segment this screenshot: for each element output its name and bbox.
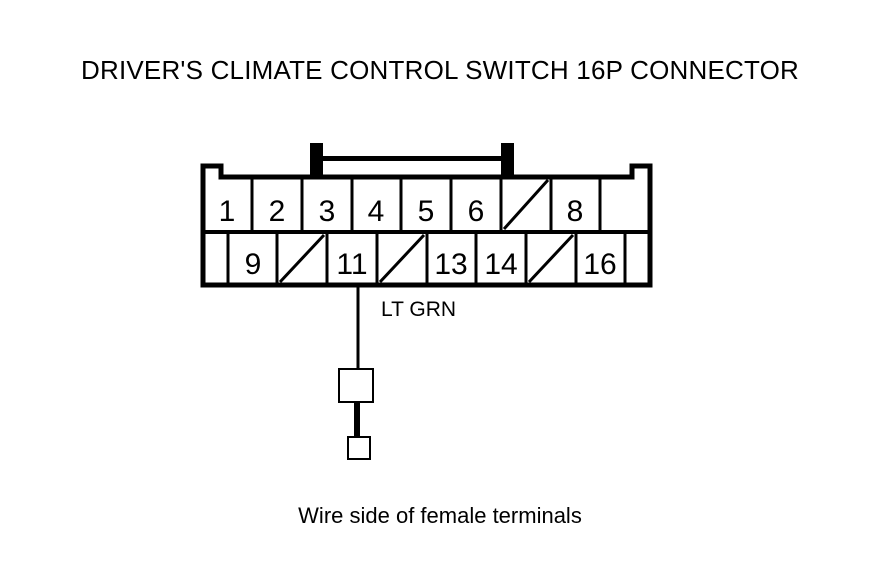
pin-label: 5 bbox=[418, 195, 435, 228]
terminal-body-large bbox=[338, 368, 374, 403]
blocked-cavity-slash bbox=[527, 233, 575, 284]
blocked-cavity-slash bbox=[378, 233, 426, 284]
connector-shell bbox=[200, 163, 653, 288]
pin-label: 16 bbox=[583, 248, 616, 281]
page-title: DRIVER'S CLIMATE CONTROL SWITCH 16P CONN… bbox=[81, 55, 799, 85]
pin-label: 3 bbox=[319, 195, 336, 228]
pin-label: 14 bbox=[484, 248, 517, 281]
pin-label: 2 bbox=[269, 195, 286, 228]
latch-crossbar bbox=[310, 156, 514, 161]
pin-label: 1 bbox=[219, 195, 236, 228]
connector-body-outline bbox=[200, 163, 653, 288]
pin-label: 4 bbox=[368, 195, 385, 228]
wire-color-label: LT GRN bbox=[381, 298, 457, 321]
connector-latch-tab bbox=[310, 143, 514, 177]
pin-label: 6 bbox=[468, 195, 485, 228]
pin-label: 8 bbox=[567, 195, 584, 228]
bottom-row: 9 11 13 14 16 bbox=[226, 232, 627, 285]
blocked-cavity-slash bbox=[502, 178, 550, 231]
pin-label: 9 bbox=[245, 248, 262, 281]
female-terminal-symbol bbox=[338, 368, 374, 460]
terminal-body-small bbox=[347, 436, 371, 460]
top-row: 1 2 3 4 5 6 8 bbox=[219, 177, 602, 232]
pin-label: 11 bbox=[336, 248, 367, 281]
footer-caption: Wire side of female terminals bbox=[298, 503, 582, 528]
pin-label: 13 bbox=[434, 248, 467, 281]
terminal-connecting-stem bbox=[354, 402, 360, 438]
blocked-cavity-slash bbox=[278, 233, 326, 284]
